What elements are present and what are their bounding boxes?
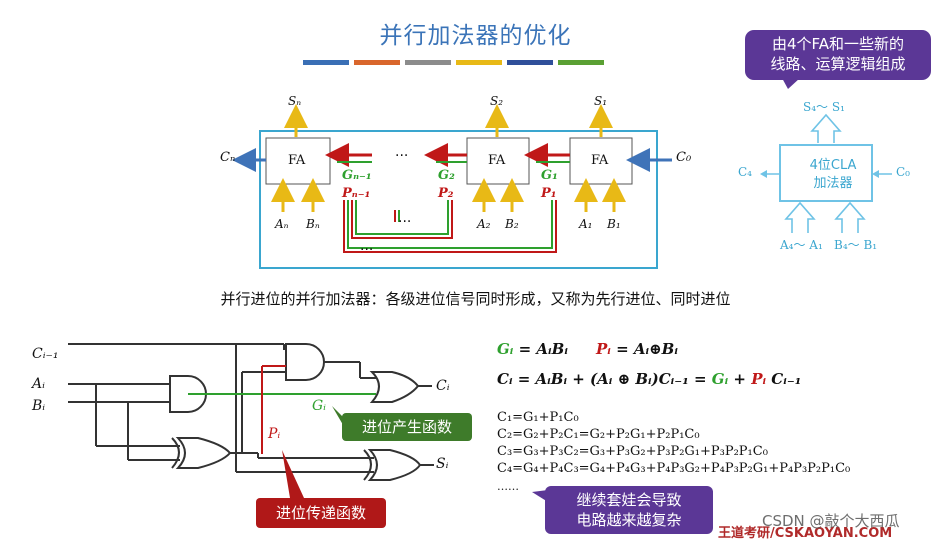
circuit-input-c: Cᵢ₋₁: [32, 346, 59, 362]
fa-label: FA: [288, 153, 306, 168]
propagate-label: Pₙ₋₁: [342, 186, 371, 201]
input-a-label: A₂: [477, 217, 491, 231]
carry-out-label: Cₙ: [220, 150, 236, 165]
ellipsis: ···: [398, 214, 412, 230]
equation-c-plus: +: [728, 370, 752, 388]
carry-in-label: C₀: [676, 150, 692, 165]
equation-c2: C₂=G₂+P₂C₁=G₂+P₂G₁+P₂P₁C₀: [497, 427, 700, 442]
circuit-p-label: Pᵢ: [268, 426, 281, 442]
color-bar: [456, 60, 502, 65]
circuit-input-b: Bᵢ: [32, 398, 46, 414]
input-b-label: Bₙ: [306, 217, 320, 231]
equation-p-rhs: = Aᵢ⊕Bᵢ: [610, 340, 678, 358]
equation-c1: C₁=G₁+P₁C₀: [497, 410, 579, 425]
equation-p-lhs: Pᵢ: [596, 340, 611, 358]
cla-carry-out: C₄: [738, 165, 752, 179]
fa-label: FA: [591, 153, 609, 168]
equation-p: Pᵢ = Aᵢ⊕Bᵢ: [596, 340, 678, 358]
equation-c-p: Pᵢ: [751, 370, 767, 388]
callout-complexity: 继续套娃会导致 电路越来越复杂: [545, 486, 713, 534]
generate-label: Gₙ₋₁: [342, 168, 372, 183]
color-bar: [507, 60, 553, 65]
propagate-label: P₁: [541, 186, 557, 201]
equation-c3: C₃=G₃+P₃C₂=G₃+P₃G₂+P₃P₂G₁+P₃P₂P₁C₀: [497, 444, 768, 459]
equation-c-main: Cᵢ = AᵢBᵢ + (Aᵢ ⊕ Bᵢ)Cᵢ₋₁ =: [497, 370, 712, 388]
circuit-output-c: Cᵢ: [436, 378, 450, 394]
cla-inputs-b: B₄～ B₁: [834, 238, 878, 252]
equation-g-rhs: = AᵢBᵢ: [513, 340, 568, 358]
description-text: 并行进位的并行加法器：各级进位信号同时形成，又称为先行进位、同时进位: [220, 290, 731, 308]
color-bar: [405, 60, 451, 65]
equation-g-lhs: Gᵢ: [497, 340, 514, 358]
page-title: 并行加法器的优化: [379, 23, 572, 49]
fa-block-1: [569, 137, 633, 185]
circuit-input-a: Aᵢ: [32, 376, 45, 392]
input-a-label: Aₙ: [275, 217, 289, 231]
logo-watermark: 王道考研/CSKAOYAN.COM: [718, 526, 893, 541]
input-b-label: B₁: [607, 217, 621, 231]
cla-carry-in: C₀: [896, 165, 910, 179]
equation-more: ……: [497, 480, 519, 493]
cla-outputs-label: S₄～ S₁: [803, 100, 845, 114]
circuit-output-s: Sᵢ: [436, 456, 449, 472]
fa-label: FA: [488, 153, 506, 168]
color-bar: [354, 60, 400, 65]
callout-pointer: [782, 78, 800, 89]
ellipsis: ···: [395, 148, 409, 164]
callout-carry-propagate: 进位传递函数: [256, 498, 386, 528]
equation-c: Cᵢ = AᵢBᵢ + (Aᵢ ⊕ Bᵢ)Cᵢ₋₁ = Gᵢ + Pᵢ Cᵢ₋₁: [497, 370, 801, 388]
equation-c-tail: Cᵢ₋₁: [766, 370, 802, 388]
adder-frame: [259, 130, 658, 269]
equation-g: Gᵢ = AᵢBᵢ: [497, 340, 568, 358]
equation-c-g: Gᵢ: [711, 370, 729, 388]
ellipsis: ···: [360, 242, 374, 258]
cla-label: 4位CLA: [809, 158, 857, 173]
generate-label: G₁: [541, 168, 558, 183]
callout-pointer: [532, 490, 548, 502]
cla-label: 加法器: [813, 176, 853, 191]
cla-inputs-a: A₄～ A₁: [780, 238, 823, 252]
cla-block-diagram: [760, 113, 892, 233]
input-b-label: B₂: [505, 217, 519, 231]
color-bar: [558, 60, 604, 65]
callout-composition: 由4个FA和一些新的 线路、运算逻辑组成: [745, 30, 931, 80]
equation-c4: C₄=G₄+P₄C₃=G₄+P₄G₃+P₄P₃G₂+P₄P₃P₂G₁+P₄P₃P…: [497, 461, 851, 476]
csdn-watermark: CSDN @敲个大西瓜: [762, 512, 900, 530]
input-a-label: A₁: [579, 217, 593, 231]
callout-carry-generate: 进位产生函数: [342, 413, 472, 441]
output-label: Sₙ: [288, 94, 302, 108]
generate-label: G₂: [438, 168, 455, 183]
output-label: S₂: [490, 94, 504, 108]
output-label: S₁: [594, 94, 608, 108]
propagate-label: P₂: [438, 186, 454, 201]
color-bar: [303, 60, 349, 65]
gate-circuit-diagram: [68, 343, 434, 498]
circuit-g-label: Gᵢ: [312, 398, 326, 414]
